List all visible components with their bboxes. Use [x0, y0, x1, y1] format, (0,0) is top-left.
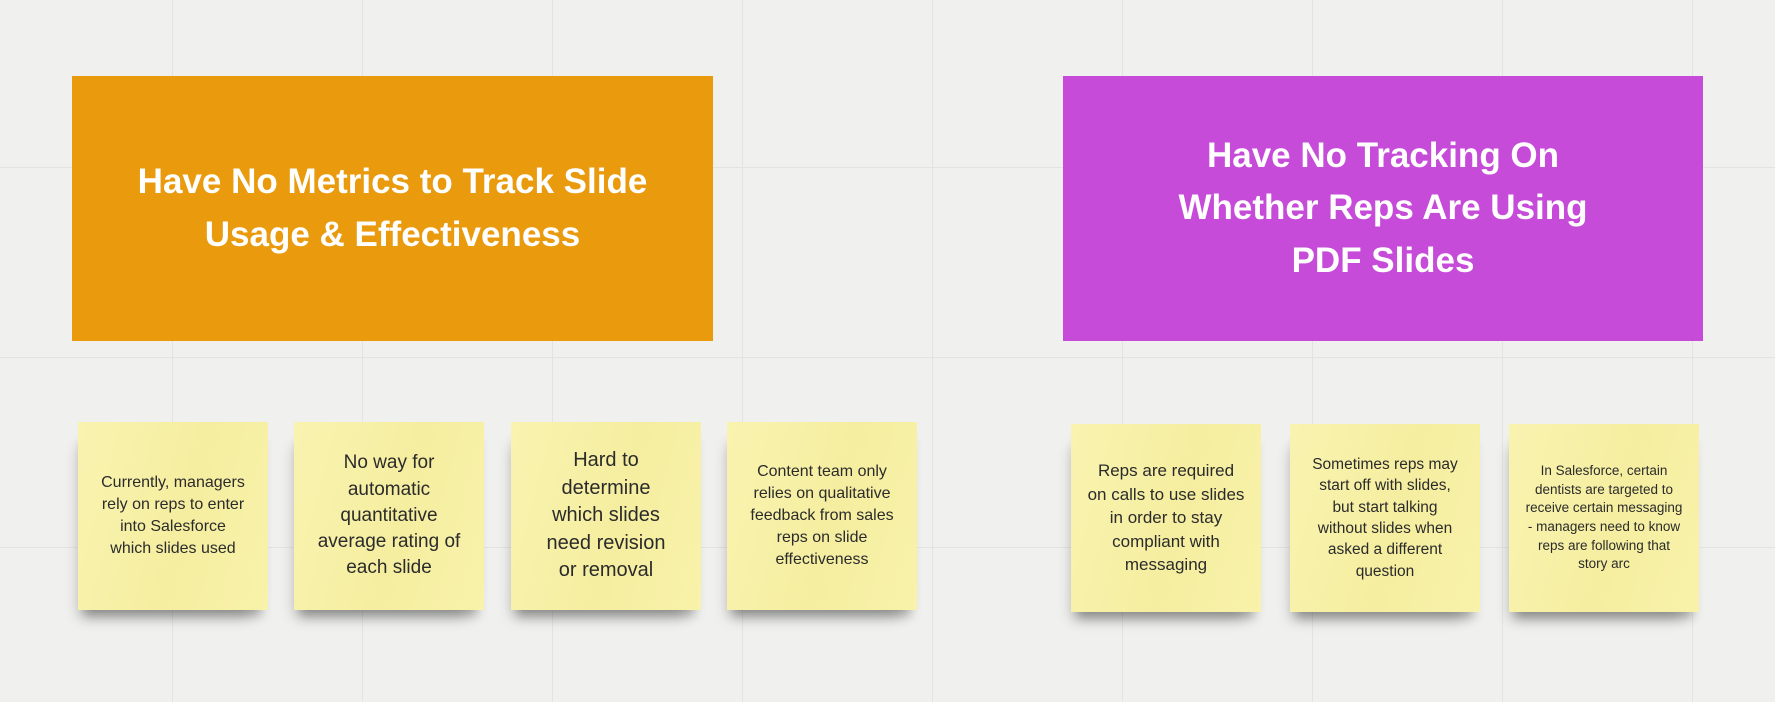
- sticky-note-text: No way for automatic quantitative averag…: [317, 452, 461, 579]
- sticky-note-salesforce-entry[interactable]: Currently, managers rely on reps to ente…: [78, 422, 268, 610]
- sticky-note-text: Sometimes reps may start off with slides…: [1312, 455, 1458, 580]
- sticky-note-compliance[interactable]: Reps are required on calls to use slides…: [1071, 424, 1261, 612]
- sticky-note-talking-without-slides[interactable]: Sometimes reps may start off with slides…: [1290, 424, 1480, 612]
- sticky-note-story-arc[interactable]: In Salesforce, certain dentists are targ…: [1509, 424, 1699, 612]
- section-title-no-metrics: Have No Metrics to Track Slide Usage & E…: [137, 162, 648, 254]
- section-title-no-tracking: Have No Tracking On Whether Reps Are Usi…: [1178, 135, 1588, 280]
- sticky-note-text: In Salesforce, certain dentists are targ…: [1525, 463, 1683, 572]
- sticky-note-qualitative-feedback[interactable]: Content team only relies on qualitative …: [727, 422, 917, 610]
- sticky-note-no-auto-rating[interactable]: No way for automatic quantitative averag…: [294, 422, 484, 610]
- section-card-no-tracking[interactable]: Have No Tracking On Whether Reps Are Usi…: [1063, 76, 1703, 341]
- sticky-note-text: Hard to determine which slides need revi…: [546, 449, 666, 582]
- sticky-note-revision-removal[interactable]: Hard to determine which slides need revi…: [511, 422, 701, 610]
- sticky-note-text: Reps are required on calls to use slides…: [1087, 461, 1245, 575]
- sticky-note-text: Content team only relies on qualitative …: [750, 462, 894, 569]
- sticky-note-text: Currently, managers rely on reps to ente…: [101, 473, 245, 558]
- section-card-no-metrics[interactable]: Have No Metrics to Track Slide Usage & E…: [72, 76, 713, 341]
